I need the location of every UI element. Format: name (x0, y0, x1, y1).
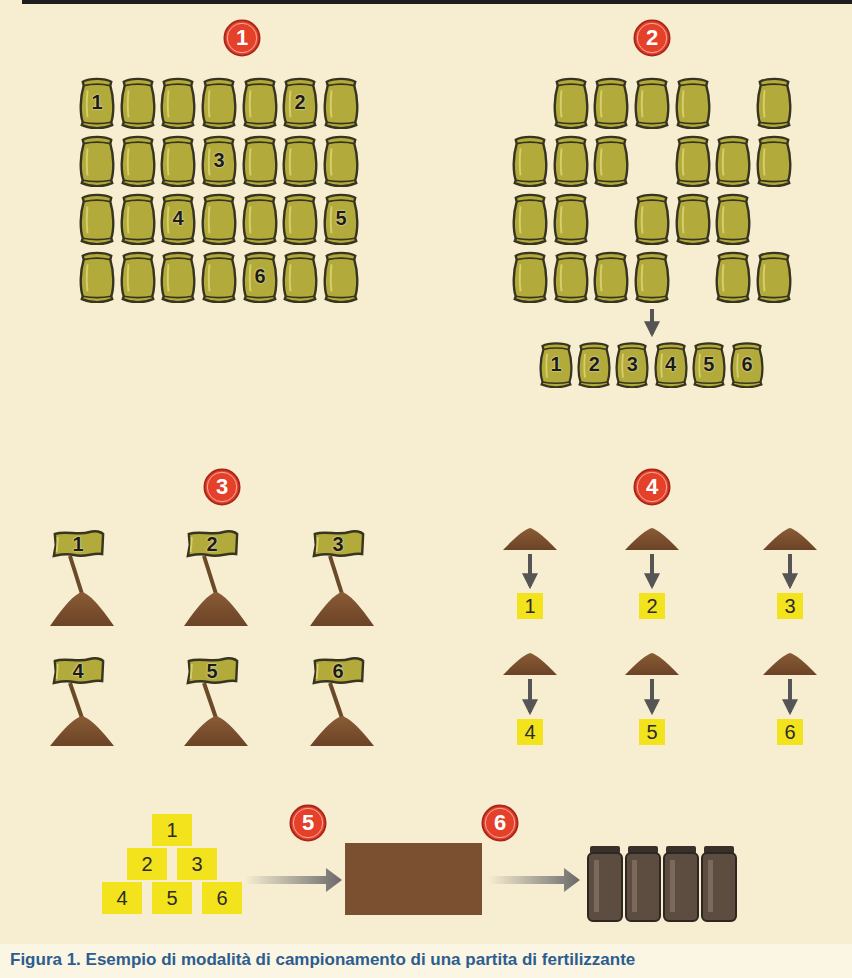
flag-poles-heaps (50, 556, 374, 746)
sample-box: 3 (777, 593, 803, 619)
flag-marker: 3 (309, 528, 367, 560)
fade-arrow (488, 868, 580, 892)
sample-box: 1 (152, 814, 192, 846)
callout-number: 4 (172, 208, 183, 228)
callout-number: 2 (646, 596, 657, 616)
sample-box: 2 (127, 848, 167, 880)
sample-box: 4 (517, 719, 543, 745)
caption-band (0, 944, 852, 978)
step-marker: 3 (203, 468, 241, 506)
sample-box: 3 (177, 848, 217, 880)
sample-bag: 1 (538, 340, 574, 388)
sample-bag: 3 (614, 340, 650, 388)
sample-box: 1 (517, 593, 543, 619)
step-number: 3 (216, 476, 228, 498)
step-marker: 1 (223, 19, 261, 57)
callout-number: 5 (206, 661, 217, 681)
callout-number: 3 (332, 534, 343, 554)
sample-box: 6 (777, 719, 803, 745)
callout-number: 2 (589, 354, 600, 374)
callout-number: 3 (784, 596, 795, 616)
down-arrow (650, 309, 654, 334)
callout-number: 4 (116, 888, 127, 908)
callout-number: 1 (72, 534, 83, 554)
flag-marker: 5 (183, 655, 241, 687)
sample-box: 5 (639, 719, 665, 745)
callout-number: 6 (332, 661, 343, 681)
step-number: 4 (646, 476, 658, 498)
figure-caption: Figura 1. Esempio di modalità di campion… (10, 950, 635, 970)
step-marker: 4 (633, 468, 671, 506)
callout-number: 1 (524, 596, 535, 616)
sample-heaps (503, 528, 817, 712)
callout-number: 2 (206, 534, 217, 554)
top-bar (22, 0, 852, 4)
step-marker: 5 (289, 804, 327, 842)
callout-number: 6 (254, 266, 265, 286)
flag-marker: 4 (49, 655, 107, 687)
callout-number: 6 (216, 888, 227, 908)
callout-number: 6 (741, 354, 752, 374)
sample-bag: 4 (159, 191, 197, 245)
sample-box: 6 (202, 882, 242, 914)
sample-bag: 6 (729, 340, 765, 388)
callout-number: 3 (213, 150, 224, 170)
step-number: 6 (494, 812, 506, 834)
callout-number: 5 (646, 722, 657, 742)
callout-number: 2 (294, 92, 305, 112)
sample-bag: 4 (653, 340, 689, 388)
fade-arrow (245, 868, 342, 892)
callout-number: 1 (91, 92, 102, 112)
mixed-sample (345, 843, 482, 915)
bag-lot (81, 79, 358, 302)
callout-number: 5 (703, 354, 714, 374)
step-marker: 6 (481, 804, 519, 842)
sample-bag: 5 (322, 191, 360, 245)
sample-jars (588, 846, 736, 921)
step-marker: 2 (633, 19, 671, 57)
callout-number: 3 (191, 854, 202, 874)
callout-number: 4 (665, 354, 676, 374)
callout-number: 4 (72, 661, 83, 681)
flag-marker: 1 (49, 528, 107, 560)
callout-number: 6 (784, 722, 795, 742)
sample-bag: 6 (241, 249, 279, 303)
flag-marker: 6 (309, 655, 367, 687)
sample-bag: 2 (281, 75, 319, 129)
sample-box: 5 (152, 882, 192, 914)
step-number: 2 (646, 27, 658, 49)
sample-bag: 2 (576, 340, 612, 388)
callout-number: 1 (550, 354, 561, 374)
callout-number: 4 (524, 722, 535, 742)
sample-bag: 1 (78, 75, 116, 129)
flag-marker: 2 (183, 528, 241, 560)
callout-number: 3 (627, 354, 638, 374)
callout-number: 1 (166, 820, 177, 840)
bag-lot-sampled (514, 79, 791, 302)
callout-number: 5 (335, 208, 346, 228)
callout-number: 2 (141, 854, 152, 874)
sample-box: 2 (639, 593, 665, 619)
sample-bag: 5 (691, 340, 727, 388)
step-number: 5 (302, 812, 314, 834)
sample-bag: 3 (200, 133, 238, 187)
sample-box: 4 (102, 882, 142, 914)
callout-number: 5 (166, 888, 177, 908)
step-number: 1 (236, 27, 248, 49)
